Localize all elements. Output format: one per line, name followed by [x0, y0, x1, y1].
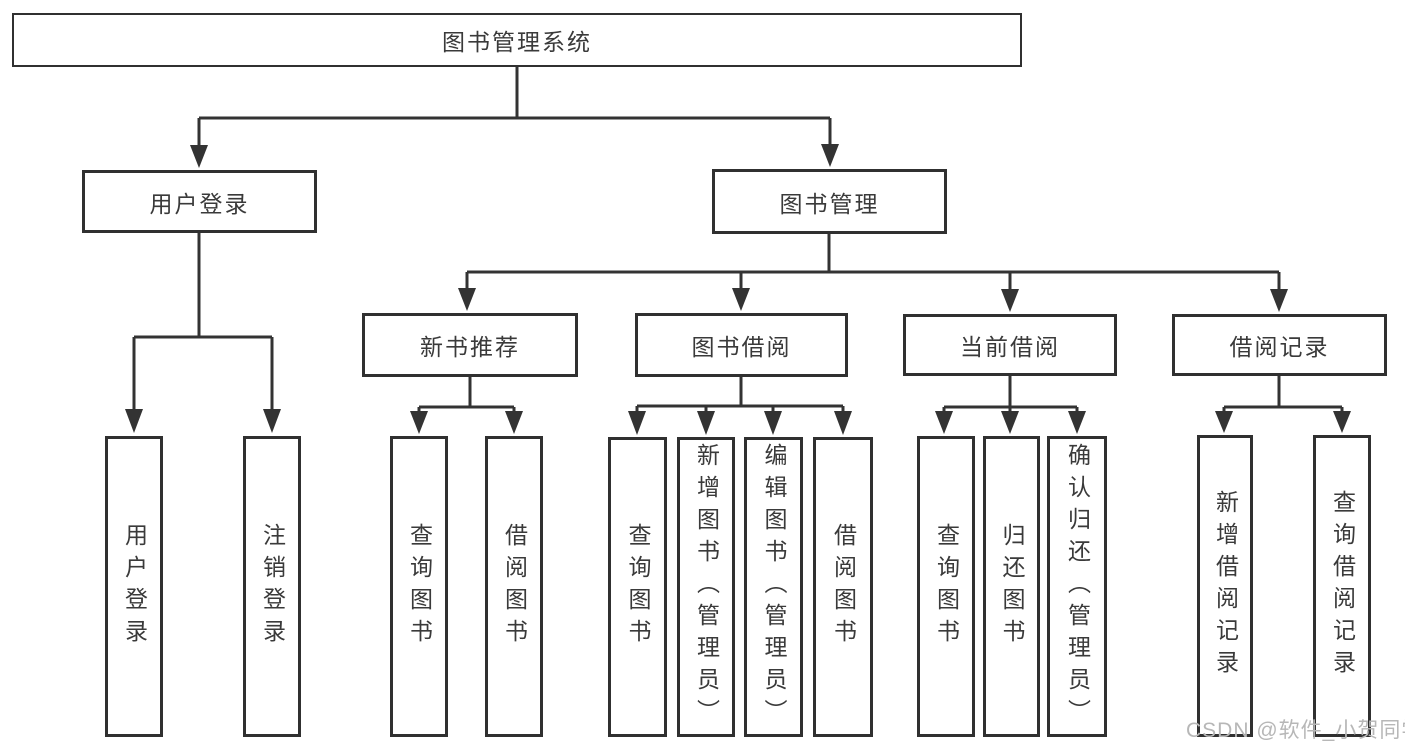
node-label: 新增借阅记录	[1212, 490, 1239, 682]
leaf-confirm-return-admin: 确认归还（管理员）	[1047, 436, 1107, 737]
node-label: 借阅记录	[1229, 334, 1330, 360]
connector-borrowing-records-to-leaves	[1222, 376, 1344, 411]
connector-current-borrowing-to-leaves	[942, 376, 1079, 411]
leaf-query-books-borrowing: 查询图书	[608, 437, 667, 737]
node-label: 用户登录	[121, 522, 148, 651]
node-label: 查询图书	[406, 522, 433, 651]
node-label: 注销登录	[259, 522, 286, 651]
node-label: 用户登录	[149, 190, 250, 217]
connector-book-borrowing-to-leaves	[635, 377, 845, 411]
leaf-borrow-books-recommend: 借阅图书	[485, 436, 543, 737]
node-label: 查询借阅记录	[1329, 490, 1356, 682]
leaf-query-books-recommend: 查询图书	[390, 436, 448, 737]
node-book-management: 图书管理	[712, 169, 947, 234]
leaf-borrow-books-borrowing: 借阅图书	[813, 437, 873, 737]
leaf-query-books-current: 查询图书	[917, 436, 975, 737]
leaf-add-book-admin: 新增图书（管理员）	[677, 437, 735, 737]
node-user-login: 用户登录	[82, 170, 317, 233]
node-label: 借阅图书	[501, 522, 528, 651]
node-label: 图书借阅	[691, 334, 792, 360]
node-label: 查询图书	[625, 523, 651, 651]
node-label: 查询图书	[933, 522, 960, 651]
node-label: 图书管理	[779, 190, 880, 217]
csdn-watermark: CSDN @软件_小贺同学	[1186, 719, 1405, 742]
leaf-query-borrow-record: 查询借阅记录	[1313, 435, 1371, 737]
leaf-logout-login: 注销登录	[243, 436, 301, 737]
node-label: 新书推荐	[420, 334, 520, 360]
node-label: 图书管理系统	[442, 29, 592, 55]
connector-user-login-to-leaves	[132, 233, 274, 410]
node-label: 当前借阅	[960, 334, 1060, 360]
node-current-borrowing: 当前借阅	[903, 314, 1117, 376]
node-borrowing-records: 借阅记录	[1172, 314, 1387, 376]
leaf-user-login: 用户登录	[105, 436, 163, 737]
connector-new-book-recommend-to-leaves	[417, 377, 516, 411]
leaf-return-books: 归还图书	[983, 436, 1040, 737]
node-label: 编辑图书（管理员）	[761, 443, 787, 731]
node-root-library-management-system: 图书管理系统	[12, 13, 1022, 67]
node-label: 确认归还（管理员）	[1064, 442, 1091, 731]
leaf-edit-book-admin: 编辑图书（管理员）	[744, 437, 803, 737]
connector-book-management-to-level2	[465, 234, 1281, 290]
node-new-book-recommend: 新书推荐	[362, 313, 578, 377]
node-book-borrowing: 图书借阅	[635, 313, 848, 377]
node-label: 新增图书（管理员）	[693, 443, 720, 731]
connector-root-to-level1	[197, 67, 832, 146]
node-label: 归还图书	[999, 522, 1025, 651]
leaf-add-borrow-record: 新增借阅记录	[1197, 435, 1253, 737]
node-label: 借阅图书	[830, 523, 857, 651]
